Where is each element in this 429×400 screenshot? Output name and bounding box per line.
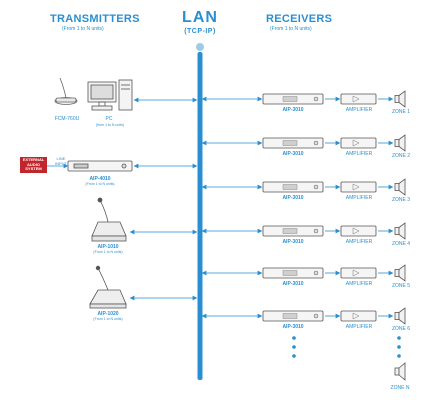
aip-3010-knob-icon — [313, 140, 319, 146]
amplifier-label: AMPLIFIER — [345, 195, 373, 201]
fcm-760u-label: FCM-760U — [54, 116, 80, 122]
amplifier-label: AMPLIFIER — [345, 239, 373, 245]
receivers-subtitle: (From 1 to N units) — [270, 26, 312, 32]
amplifier-symbol-icon — [352, 312, 360, 320]
pc-sublabel: (from 1 to N units) — [95, 123, 124, 127]
speaker-cone-icon — [398, 90, 406, 108]
zone-label: ZONE 2 — [391, 153, 411, 159]
aip-4010-label: AIP-4010 — [89, 176, 111, 182]
speaker-cone-icon — [398, 307, 406, 325]
fcm-760u-microphone-icon — [54, 77, 78, 105]
amplifier-label: AMPLIFIER — [345, 151, 373, 157]
zone-label: ZONE 6 — [391, 326, 411, 332]
speaker-cone-icon — [398, 222, 406, 240]
speaker-icon — [394, 312, 400, 320]
transmitters-subtitle: (From 1 to N units) — [62, 26, 104, 32]
aip-1020-sublabel: (From 1 to N units) — [93, 317, 123, 321]
aip-1010-sublabel: (From 1 to N units) — [93, 250, 123, 254]
pc-label: PC — [105, 116, 113, 122]
speaker-cone-icon — [398, 178, 406, 196]
speaker-icon — [394, 183, 400, 191]
aip-3010-label: AIP-3010 — [282, 239, 304, 245]
speaker-cone-icon — [398, 134, 406, 152]
aip-4010-device-icon — [67, 160, 133, 172]
aip-3010-knob-icon — [313, 313, 319, 319]
aip-1010-paging-console-icon — [91, 197, 127, 242]
amplifier-label: AMPLIFIER — [345, 281, 373, 287]
aip-3010-label: AIP-3010 — [282, 107, 304, 113]
amplifier-symbol-icon — [352, 227, 360, 235]
receivers-title: RECEIVERS — [266, 13, 333, 25]
line-input-label: LINE INPUT — [55, 156, 67, 166]
aip-3010-label: AIP-3010 — [282, 281, 304, 287]
aip-1020-paging-console-icon — [89, 265, 127, 309]
speaker-icon — [394, 269, 400, 277]
speaker-cone-icon — [398, 264, 406, 282]
aip-3010-display-icon — [282, 270, 298, 276]
lan-backbone-line — [197, 52, 203, 380]
speaker-icon — [394, 227, 400, 235]
pc-icon — [87, 79, 133, 111]
aip-3010-knob-icon — [313, 184, 319, 190]
aip-3010-display-icon — [282, 313, 298, 319]
receiver-row-5 — [201, 264, 406, 282]
amplifier-symbol-icon — [352, 139, 360, 147]
speaker-icon — [394, 139, 400, 147]
amplifier-symbol-icon — [352, 183, 360, 191]
aip-1020-label: AIP-1020 — [97, 311, 119, 317]
aip-3010-label: AIP-3010 — [282, 151, 304, 157]
aip-1010-label: AIP-1010 — [97, 244, 119, 250]
receiver-row-3 — [201, 178, 406, 196]
amplifier-label: AMPLIFIER — [345, 107, 373, 113]
external-audio-system-box: EXTERNAL AUDIO SYSTEM — [20, 157, 47, 173]
zone-label: ZONE 3 — [391, 197, 411, 203]
receiver-rows — [201, 90, 406, 325]
amplifier-symbol-icon — [352, 95, 360, 103]
receiver-row-2 — [201, 134, 406, 152]
aip-3010-knob-icon — [313, 270, 319, 276]
receiver-row-4 — [201, 222, 406, 240]
zone-n-label: ZONE N — [390, 385, 410, 391]
amplifier-symbol-icon — [352, 269, 360, 277]
amplifier-label: AMPLIFIER — [345, 324, 373, 330]
transmitters-title: TRANSMITTERS — [50, 13, 140, 25]
aip-3010-display-icon — [282, 140, 298, 146]
receiver-row-1 — [201, 90, 406, 108]
zone-label: ZONE 4 — [391, 241, 411, 247]
speaker-icon — [394, 95, 400, 103]
lan-subtitle: (TCP-IP) — [184, 28, 216, 35]
aip-4010-sublabel: (From 1 to N units) — [85, 182, 115, 186]
lan-node-icon — [196, 43, 204, 51]
aip-3010-knob-icon — [313, 228, 319, 234]
receiver-row-6 — [201, 307, 406, 325]
zone-n-speaker-icon — [394, 362, 406, 381]
lan-title: LAN — [182, 9, 218, 26]
aip-3010-label: AIP-3010 — [282, 324, 304, 330]
aip-3010-display-icon — [282, 184, 298, 190]
aip-3010-display-icon — [282, 96, 298, 102]
aip-3010-display-icon — [282, 228, 298, 234]
zone-label: ZONE 5 — [391, 283, 411, 289]
aip-3010-label: AIP-3010 — [282, 195, 304, 201]
zone-label: ZONE 1 — [391, 109, 411, 115]
continuation-dots — [292, 336, 401, 358]
aip-3010-knob-icon — [313, 96, 319, 102]
